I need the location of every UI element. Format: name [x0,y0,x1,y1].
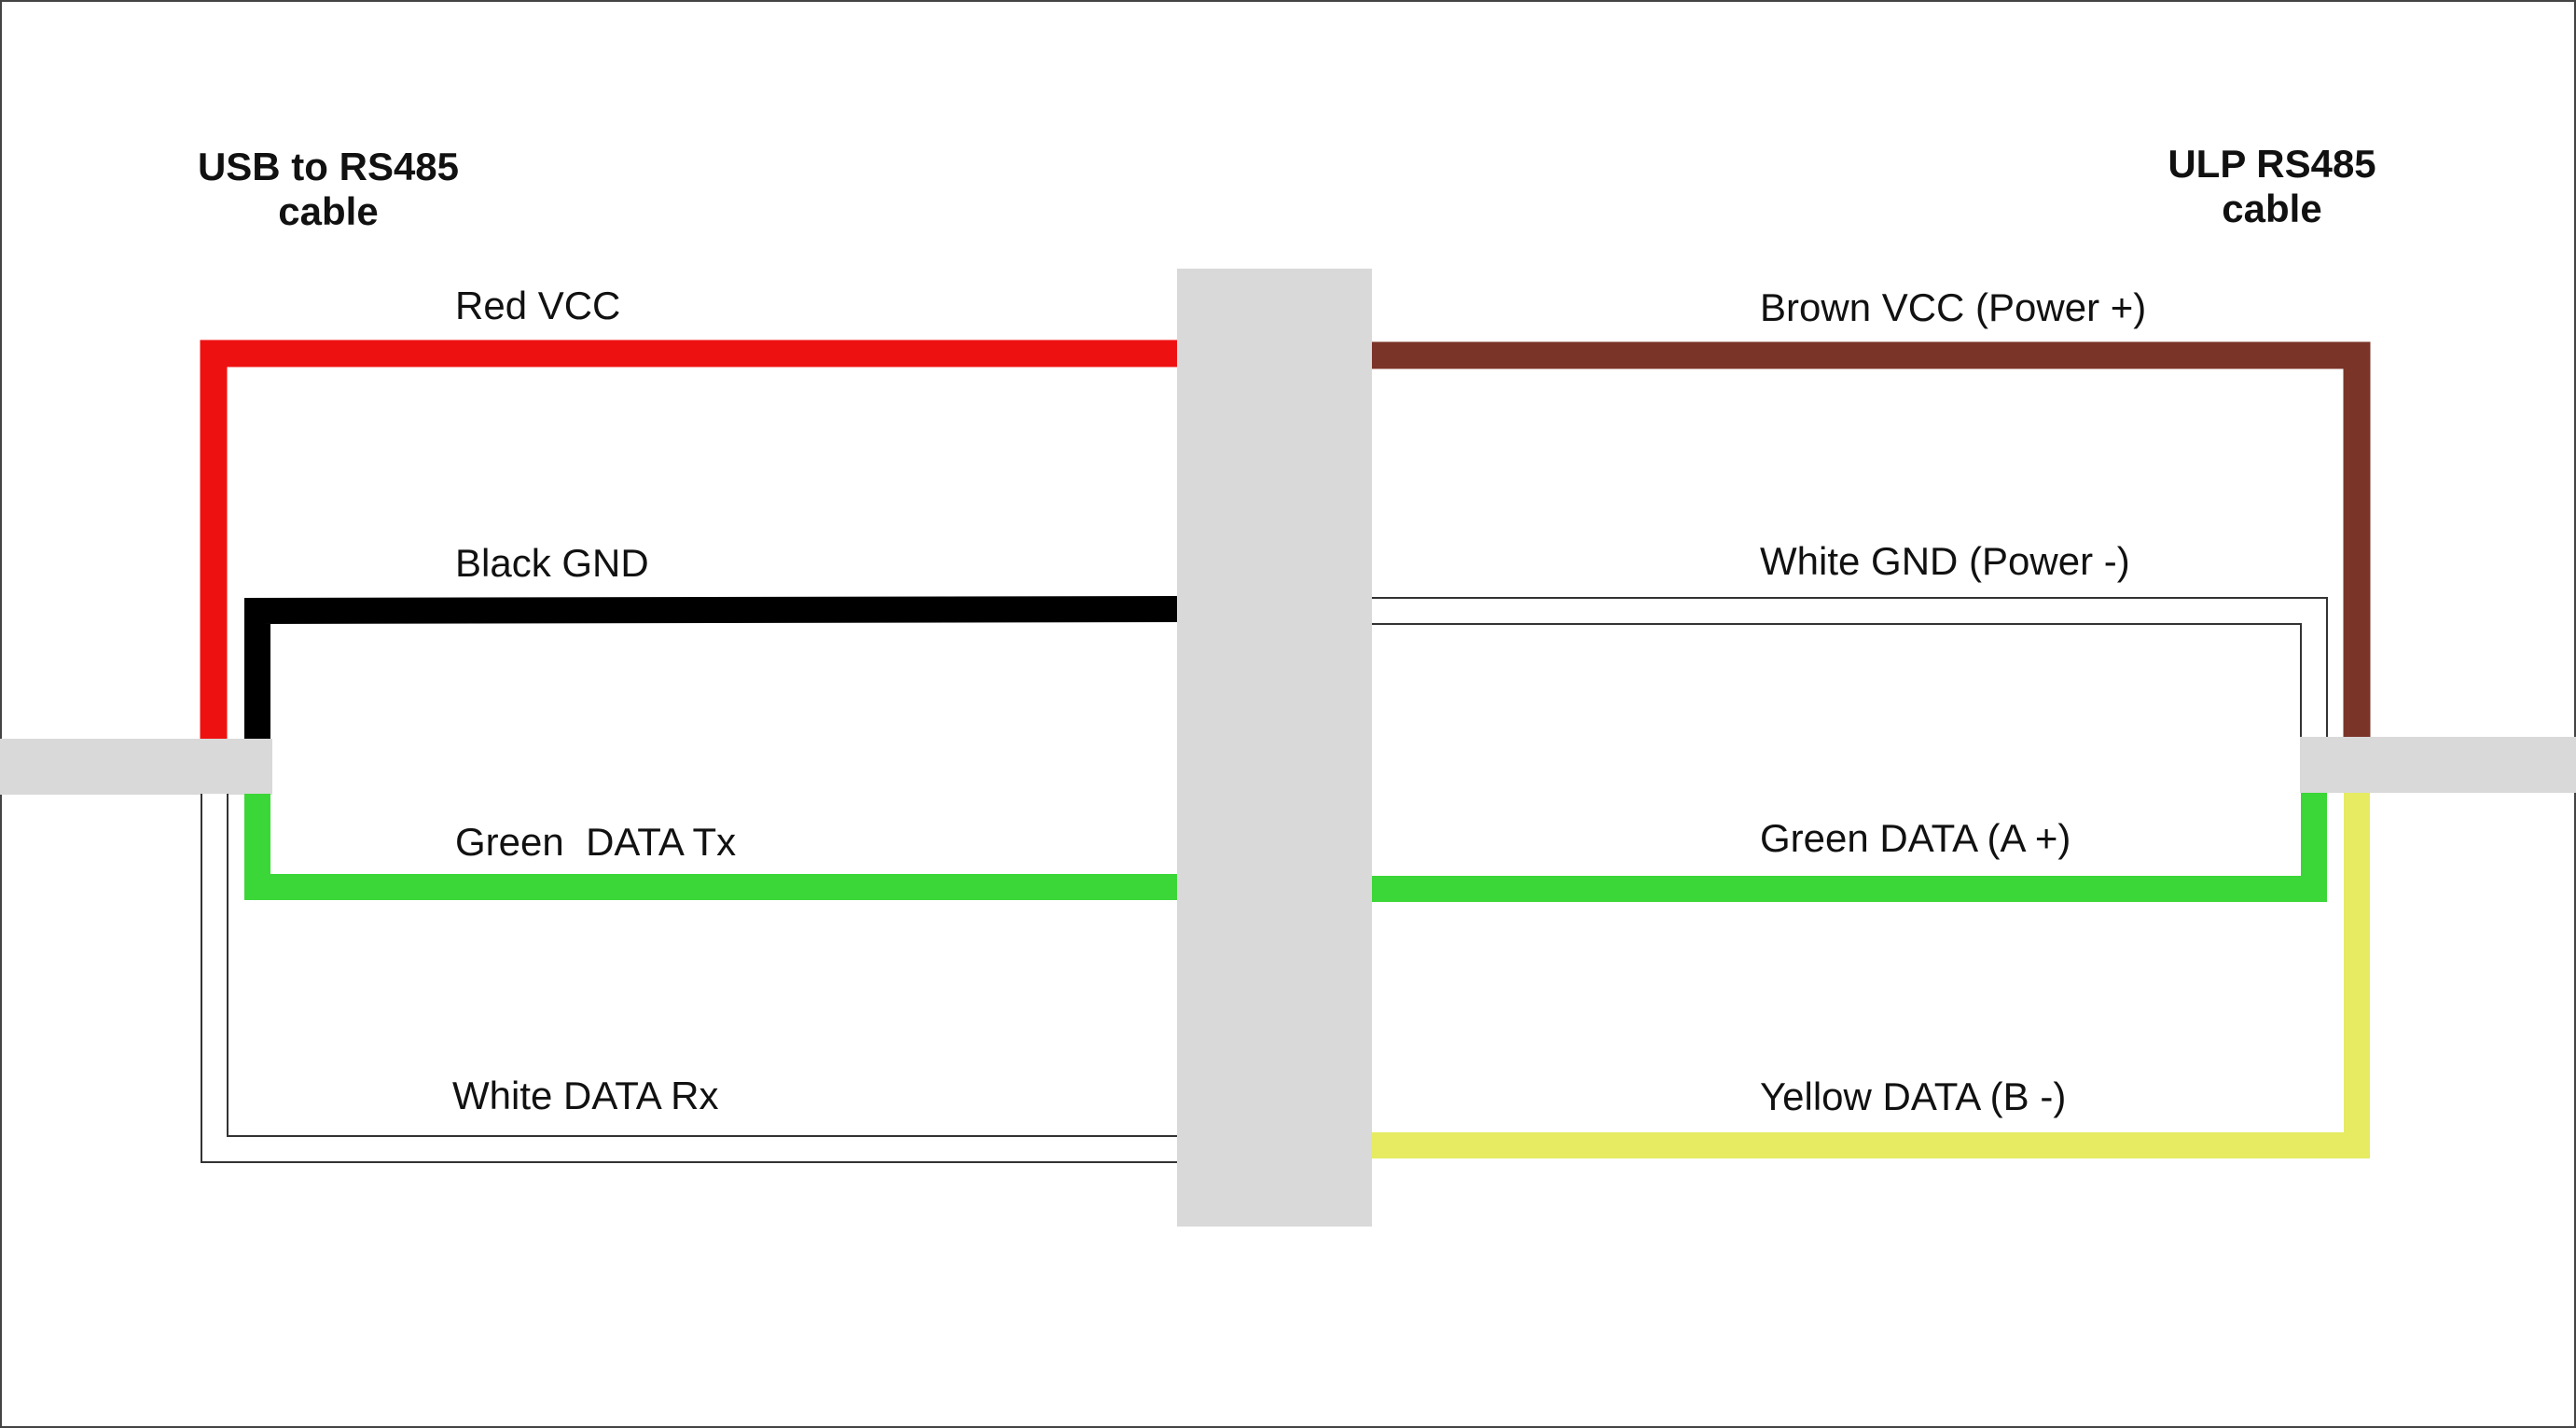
right-wire-label-yellow-data-b: Yellow DATA (B -) [1760,1074,2066,1118]
left-cable-title-line2: cable [278,189,378,233]
right-yellow-data-b-wire [1371,793,2370,1158]
left-wire-label-white-data-rx: White DATA Rx [452,1074,719,1117]
left-wire-label-red-vcc: Red VCC [455,284,620,327]
left-black-gnd-wire [244,596,1181,739]
right-green-data-a-wire [1371,793,2327,902]
left-wire-label-green-data-tx: Green DATA Tx [455,820,736,864]
connector-block [1177,269,1372,1227]
left-green-data-tx-wire [244,794,1180,900]
right-cable-title-line2: cable [2222,187,2321,230]
left-cable-title-line1: USB to RS485 [198,145,459,188]
right-cable-jacket [2300,737,2576,793]
right-wire-label-white-gnd: White GND (Power -) [1760,539,2130,583]
left-red-vcc-wire [200,340,1180,739]
right-brown-vcc-wire [1371,341,2371,737]
right-cable-title-line1: ULP RS485 [2167,142,2375,186]
right-wire-label-brown-vcc: Brown VCC (Power +) [1760,285,2146,329]
right-wire-label-green-data-a: Green DATA (A +) [1760,816,2070,860]
left-white-data-rx-wire [202,794,1180,1161]
left-cable-jacket [0,739,272,795]
left-wire-label-black-gnd: Black GND [455,541,649,585]
right-white-gnd-wire [1371,599,2326,737]
